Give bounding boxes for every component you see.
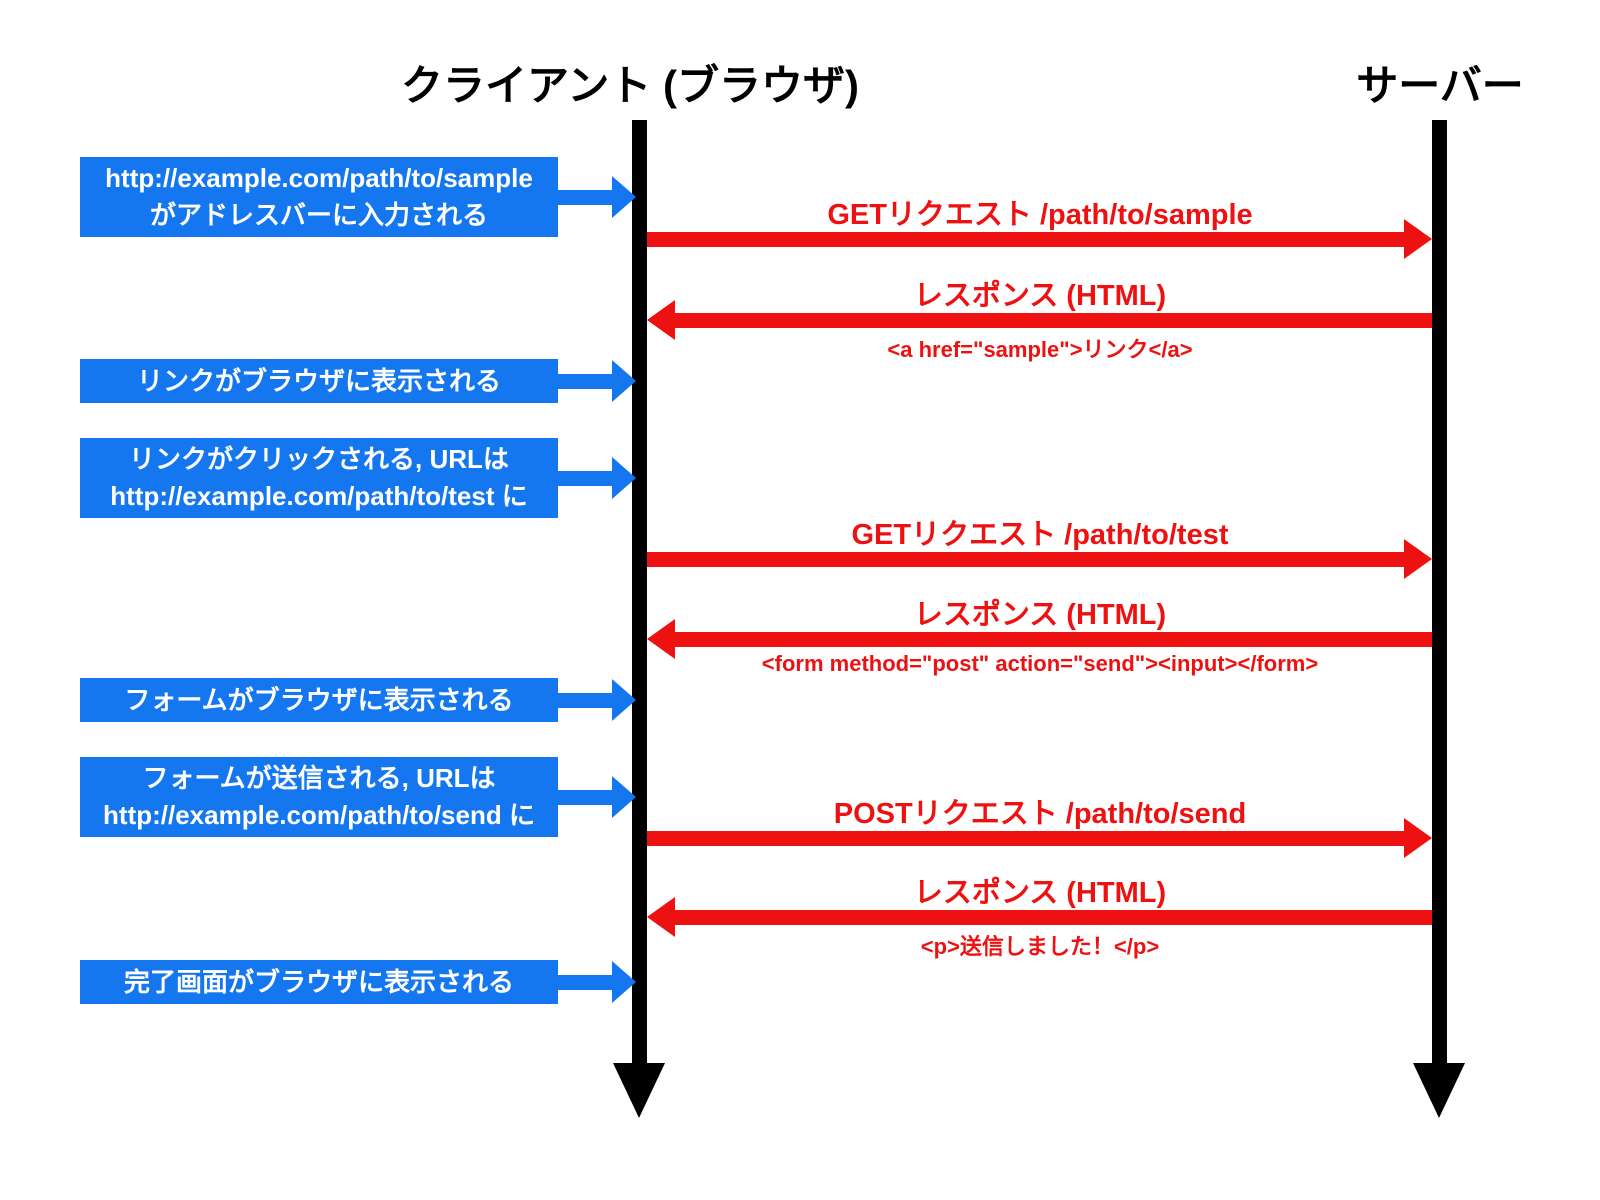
event-text-line2: http://example.com/path/to/send に xyxy=(103,800,535,830)
client-lifeline xyxy=(632,120,647,1065)
server-lifeline xyxy=(1432,120,1447,1065)
message-label: GETリクエスト /path/to/sample xyxy=(827,199,1253,231)
event-arrow-shaft xyxy=(556,790,614,805)
event-arrow-shaft xyxy=(556,190,614,205)
message-code: <form method="post" action="send"><input… xyxy=(761,651,1319,676)
client-lifeline-arrowhead-icon xyxy=(613,1063,665,1118)
server-title: サーバー xyxy=(1356,62,1524,109)
event-arrow-icon xyxy=(612,679,636,721)
request-arrow-icon xyxy=(1404,818,1432,858)
client-title: クライアント (ブラウザ) xyxy=(401,62,859,109)
message-code: <p>送信しました！</p> xyxy=(920,934,1160,959)
request-arrow-shaft xyxy=(647,232,1404,247)
message-label: レスポンス (HTML) xyxy=(913,877,1167,909)
request-arrow-shaft xyxy=(647,831,1404,846)
event-arrow-icon xyxy=(612,776,636,818)
event-arrow-shaft xyxy=(556,975,614,990)
message-label: レスポンス (HTML) xyxy=(913,280,1167,312)
message-code: <a href="sample">リンク</a> xyxy=(887,337,1193,362)
event-text-line1: リンクがクリックされる, URLは xyxy=(129,444,509,475)
client-event-box: http://example.com/path/to/sample がアドレスバ… xyxy=(80,157,558,237)
response-arrow-icon xyxy=(647,897,675,937)
event-arrow-icon xyxy=(612,176,636,218)
message-label: レスポンス (HTML) xyxy=(913,599,1167,631)
event-arrow-shaft xyxy=(556,471,614,486)
response-arrow-shaft xyxy=(674,313,1432,328)
client-event-box: フォームが送信される, URLは http://example.com/path… xyxy=(80,757,558,837)
event-text-line1: リンクがブラウザに表示される xyxy=(136,365,501,396)
client-event-box: 完了画面がブラウザに表示される xyxy=(80,960,558,1004)
response-arrow-shaft xyxy=(674,632,1432,647)
request-arrow-icon xyxy=(1404,219,1432,259)
client-event-box: リンクがブラウザに表示される xyxy=(80,359,558,403)
event-arrow-shaft xyxy=(556,374,614,389)
event-text-line1: フォームがブラウザに表示される xyxy=(124,684,514,715)
request-arrow-shaft xyxy=(647,552,1404,567)
event-arrow-shaft xyxy=(556,693,614,708)
message-label: GETリクエスト /path/to/test xyxy=(851,519,1229,551)
response-arrow-shaft xyxy=(674,910,1432,925)
event-arrow-icon xyxy=(612,961,636,1003)
response-arrow-icon xyxy=(647,300,675,340)
response-arrow-icon xyxy=(647,619,675,659)
request-arrow-icon xyxy=(1404,539,1432,579)
event-text-line1: 完了画面がブラウザに表示される xyxy=(123,966,514,997)
event-arrow-icon xyxy=(612,457,636,499)
event-text-line1: フォームが送信される, URLは xyxy=(142,763,496,794)
client-event-box: リンクがクリックされる, URLは http://example.com/pat… xyxy=(80,438,558,518)
event-text-line1: http://example.com/path/to/sample xyxy=(105,163,533,194)
event-text-line2: がアドレスバーに入力される xyxy=(149,200,488,230)
event-text-line2: http://example.com/path/to/test に xyxy=(110,481,528,511)
server-lifeline-arrowhead-icon xyxy=(1413,1063,1465,1118)
event-arrow-icon xyxy=(612,360,636,402)
message-label: POSTリクエスト /path/to/send xyxy=(833,798,1247,830)
client-event-box: フォームがブラウザに表示される xyxy=(80,678,558,722)
